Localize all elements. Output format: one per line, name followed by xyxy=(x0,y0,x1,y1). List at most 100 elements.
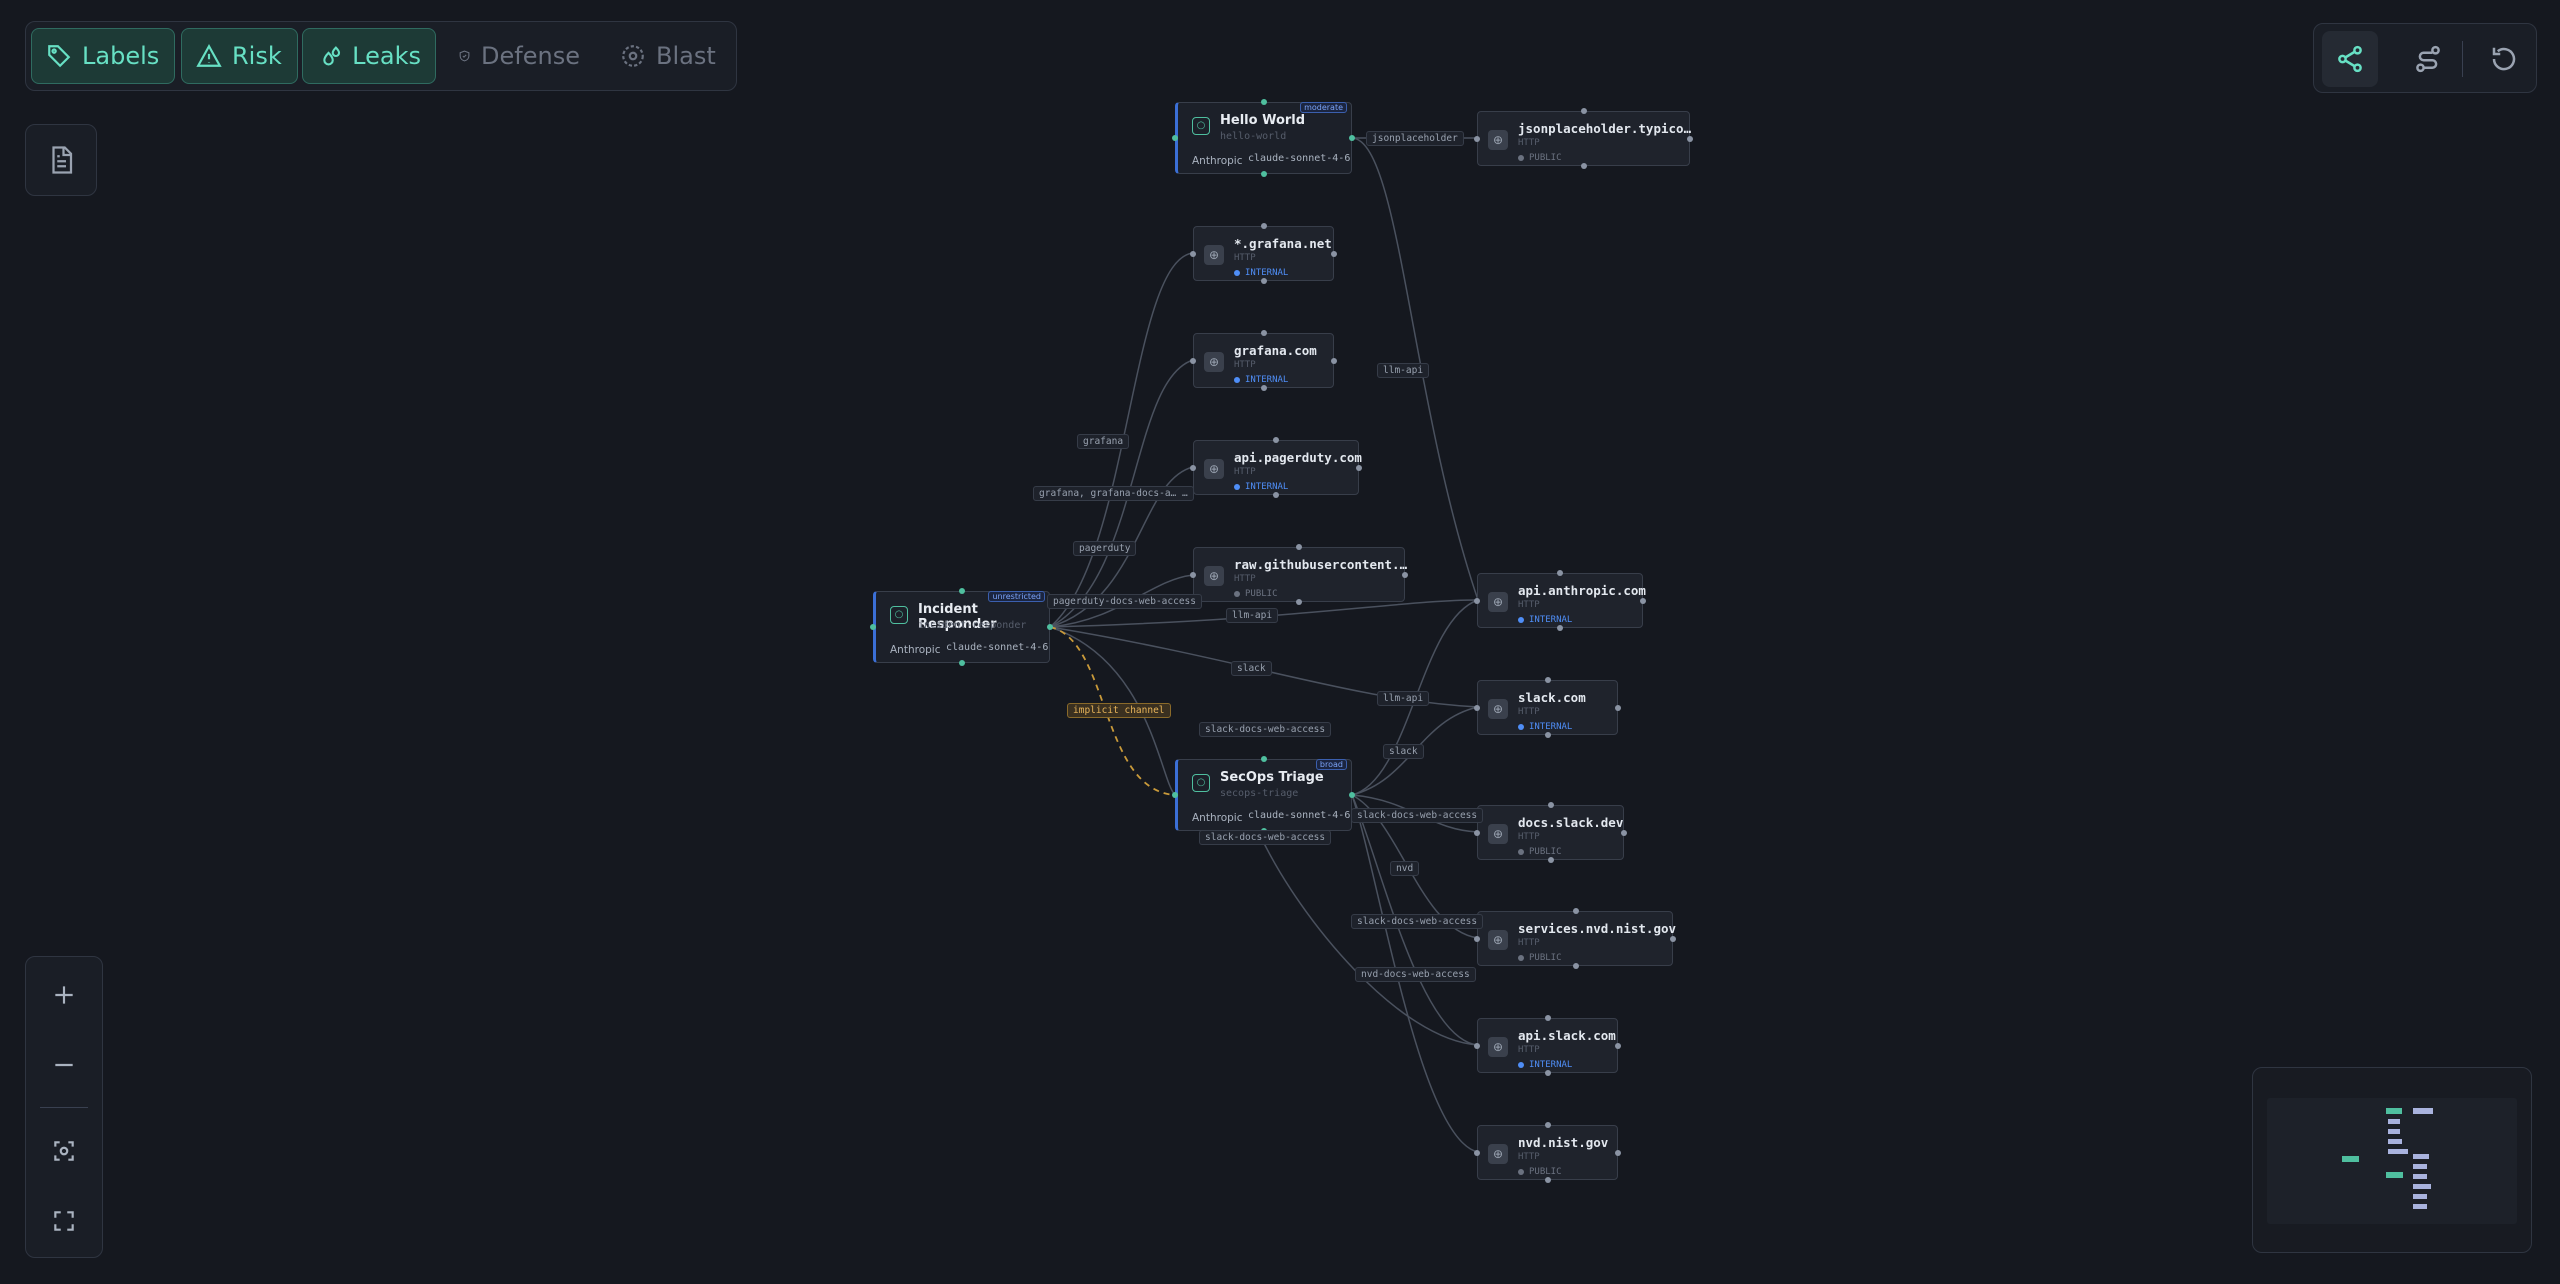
node-handle[interactable] xyxy=(1273,437,1279,443)
labels-toggle[interactable]: Labels xyxy=(31,28,175,84)
node-handle[interactable] xyxy=(1172,792,1178,798)
edge-label[interactable]: llm-api xyxy=(1377,691,1430,706)
node-handle[interactable] xyxy=(1545,1015,1551,1021)
service-node-nvd-services[interactable]: ⊕ services.nvd.nist.gov HTTP PUBLIC xyxy=(1477,911,1676,966)
node-handle[interactable] xyxy=(1261,223,1267,229)
node-handle[interactable] xyxy=(1545,1177,1551,1183)
implicit-channel-label[interactable]: implicit channel xyxy=(1067,703,1171,718)
node-handle[interactable] xyxy=(1581,163,1587,169)
node-handle[interactable] xyxy=(1474,1043,1480,1049)
node-handle[interactable] xyxy=(959,660,965,666)
service-node-slack-com[interactable]: ⊕ slack.com HTTP INTERNAL xyxy=(1477,680,1618,735)
node-handle[interactable] xyxy=(1331,358,1337,364)
defense-toggle[interactable]: Defense xyxy=(444,28,594,84)
edge-label[interactable]: slack xyxy=(1383,744,1424,759)
node-handle[interactable] xyxy=(1273,492,1279,498)
node-handle[interactable] xyxy=(1349,792,1355,798)
edge-label[interactable]: slack-docs-web-access xyxy=(1199,722,1332,737)
node-handle[interactable] xyxy=(959,588,965,594)
node-handle[interactable] xyxy=(1474,1150,1480,1156)
node-handle[interactable] xyxy=(1349,135,1355,141)
minimap[interactable] xyxy=(2252,1067,2532,1253)
edge-label[interactable]: pagerduty xyxy=(1073,541,1137,556)
node-handle[interactable] xyxy=(1474,830,1480,836)
edge-label[interactable]: slack-docs-web-access xyxy=(1351,808,1484,823)
edge-label[interactable]: nvd-docs-web-access xyxy=(1355,967,1476,982)
blast-toggle[interactable]: Blast xyxy=(606,28,734,84)
edge-label[interactable]: slack-docs-web-access xyxy=(1351,914,1484,929)
node-handle[interactable] xyxy=(1640,598,1646,604)
edge-label[interactable]: jsonplaceholder xyxy=(1366,131,1464,146)
service-node-grafana-net[interactable]: ⊕ *.grafana.net HTTP INTERNAL xyxy=(1193,226,1334,281)
node-handle[interactable] xyxy=(1687,136,1693,142)
zoom-out-button[interactable] xyxy=(26,1035,102,1095)
node-handle[interactable] xyxy=(1261,99,1267,105)
edge-label[interactable]: llm-api xyxy=(1377,363,1430,378)
node-handle[interactable] xyxy=(1402,572,1408,578)
node-handle[interactable] xyxy=(1190,251,1196,257)
edge-label[interactable]: llm-api xyxy=(1226,608,1279,623)
node-handle[interactable] xyxy=(1573,908,1579,914)
node-handle[interactable] xyxy=(1047,624,1053,630)
node-handle[interactable] xyxy=(1545,1070,1551,1076)
node-handle[interactable] xyxy=(1261,756,1267,762)
node-handle[interactable] xyxy=(1474,936,1480,942)
node-handle[interactable] xyxy=(1474,598,1480,604)
node-handle[interactable] xyxy=(1615,1043,1621,1049)
share-graph-button[interactable] xyxy=(2322,31,2378,87)
node-handle[interactable] xyxy=(1356,465,1362,471)
node-handle[interactable] xyxy=(1261,330,1267,336)
agent-node-secops-triage[interactable]: ○ SecOps Triage secops-triage Anthropic … xyxy=(1175,759,1352,831)
agent-node-hello-world[interactable]: ○ Hello World hello-world Anthropic clau… xyxy=(1175,102,1352,174)
fullscreen-button[interactable] xyxy=(26,1191,102,1251)
service-node-grafana-com[interactable]: ⊕ grafana.com HTTP INTERNAL xyxy=(1193,333,1334,388)
node-handle[interactable] xyxy=(1331,251,1337,257)
node-handle[interactable] xyxy=(1545,732,1551,738)
risk-toggle[interactable]: Risk xyxy=(181,28,298,84)
service-node-docs-slack[interactable]: ⊕ docs.slack.dev HTTP PUBLIC xyxy=(1477,805,1624,860)
node-handle[interactable] xyxy=(1557,570,1563,576)
edge-label[interactable]: grafana, grafana-docs-a… … xyxy=(1033,486,1194,501)
node-handle[interactable] xyxy=(1548,857,1554,863)
fit-view-button[interactable] xyxy=(26,1121,102,1181)
service-node-raw-github[interactable]: ⊕ raw.githubusercontent.… HTTP PUBLIC xyxy=(1193,547,1407,602)
node-handle[interactable] xyxy=(1581,108,1587,114)
node-handle[interactable] xyxy=(1190,358,1196,364)
service-node-pagerduty[interactable]: ⊕ api.pagerduty.com HTTP INTERNAL xyxy=(1193,440,1362,495)
agent-node-incident-responder[interactable]: ○ Incident Responder incident-responder … xyxy=(873,591,1050,663)
node-handle[interactable] xyxy=(870,624,876,630)
document-button[interactable] xyxy=(25,124,97,196)
service-node-api-slack[interactable]: ⊕ api.slack.com HTTP INTERNAL xyxy=(1477,1018,1618,1073)
edge-label[interactable]: slack-docs-web-access xyxy=(1199,830,1332,845)
node-handle[interactable] xyxy=(1615,1150,1621,1156)
node-handle[interactable] xyxy=(1474,136,1480,142)
node-handle[interactable] xyxy=(1190,572,1196,578)
node-handle[interactable] xyxy=(1670,936,1676,942)
node-handle[interactable] xyxy=(1545,677,1551,683)
leaks-toggle[interactable]: Leaks xyxy=(302,28,436,84)
node-handle[interactable] xyxy=(1261,171,1267,177)
edge-label[interactable]: nvd xyxy=(1390,861,1420,876)
service-node-anthropic[interactable]: ⊕ api.anthropic.com HTTP INTERNAL xyxy=(1477,573,1646,628)
edge-label[interactable]: grafana xyxy=(1077,434,1130,449)
node-handle[interactable] xyxy=(1474,705,1480,711)
node-handle[interactable] xyxy=(1557,625,1563,631)
edge-label[interactable]: pagerduty-docs-web-access xyxy=(1047,594,1202,609)
service-node-nvd[interactable]: ⊕ nvd.nist.gov HTTP PUBLIC xyxy=(1477,1125,1618,1180)
reset-button[interactable] xyxy=(2476,31,2532,87)
node-handle[interactable] xyxy=(1548,802,1554,808)
node-handle[interactable] xyxy=(1296,544,1302,550)
zoom-in-button[interactable] xyxy=(26,965,102,1025)
node-handle[interactable] xyxy=(1172,135,1178,141)
node-handle[interactable] xyxy=(1261,278,1267,284)
route-layout-button[interactable] xyxy=(2400,31,2456,87)
service-node-jsonplaceholder[interactable]: ⊕ jsonplaceholder.typico… HTTP PUBLIC xyxy=(1477,111,1691,166)
node-handle[interactable] xyxy=(1261,385,1267,391)
node-handle[interactable] xyxy=(1615,705,1621,711)
node-handle[interactable] xyxy=(1190,465,1196,471)
node-handle[interactable] xyxy=(1621,830,1627,836)
node-handle[interactable] xyxy=(1545,1122,1551,1128)
node-handle[interactable] xyxy=(1296,599,1302,605)
node-handle[interactable] xyxy=(1573,963,1579,969)
edge-label[interactable]: slack xyxy=(1231,661,1272,676)
